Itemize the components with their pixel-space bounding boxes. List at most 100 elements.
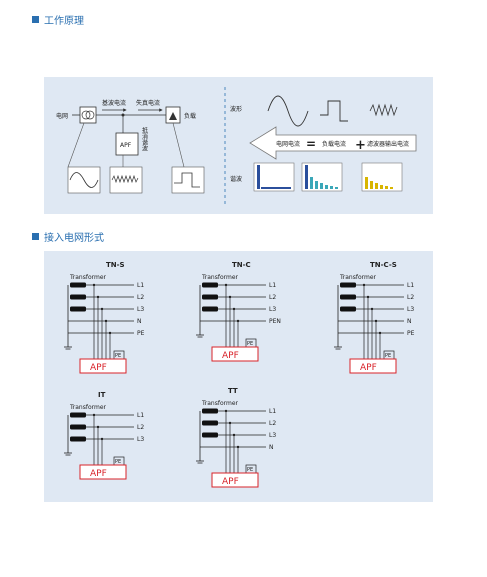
apf-box: APF [211, 472, 259, 488]
grid-spectrum [253, 162, 295, 192]
square-bullet-icon [32, 16, 39, 23]
bus-line-label: L1 [137, 412, 144, 419]
apf-box: APF [349, 358, 397, 374]
transformer-coil-icon [340, 306, 356, 312]
bus-line-label: L3 [137, 306, 144, 313]
grid-current-label: 电网电流 [276, 140, 300, 148]
apf-box: APF [79, 358, 127, 374]
bus-line-label: L2 [137, 424, 144, 431]
bus-line-label: L2 [269, 294, 276, 301]
transformer-coil-icon [202, 408, 218, 414]
section-heading-principle: 工作原理 [32, 12, 84, 27]
apf-box: APF [211, 346, 259, 362]
section-heading-connection: 接入电网形式 [32, 229, 104, 244]
transformer-label: Transformer [69, 274, 107, 281]
bus-line-label: L2 [137, 294, 144, 301]
apf-label: APF [360, 363, 377, 373]
equation-arrow [249, 126, 417, 160]
ground-icon [334, 346, 342, 350]
waveform-label: 波形 [230, 105, 242, 113]
transformer-coil-icon [202, 432, 218, 438]
grid-label: 电网 [56, 112, 68, 120]
bus-line-label: L2 [269, 420, 276, 427]
bus-line-label: L1 [137, 282, 144, 289]
section-title: 接入电网形式 [44, 233, 104, 244]
square-wave-thumb [171, 166, 205, 194]
filter-current-label: 滤波器输出电流 [367, 140, 409, 148]
square-wave-icon [320, 100, 348, 122]
network-title: IT [98, 391, 106, 399]
bus-line-label: L3 [137, 436, 144, 443]
network-diagrams: TN-STransformerL1L2L3NPEPEAPFTN-CTransfo… [64, 261, 415, 488]
transformer-label: Transformer [201, 274, 239, 281]
filter-spectrum [361, 162, 403, 192]
apf-box: APF [79, 464, 127, 480]
principle-diagram: 电网 基波电流 失真电流 APF 抵消谐波 负载 [56, 87, 417, 205]
transformer-coil-icon [70, 424, 86, 430]
network-title: TN-C-S [370, 261, 397, 269]
apf-label: APF [222, 351, 239, 361]
pe-label: PE [115, 353, 121, 359]
transformer-coil-icon [202, 420, 218, 426]
ground-icon [196, 460, 204, 464]
section-title: 工作原理 [44, 16, 84, 27]
transformer-coil-icon [202, 282, 218, 288]
load-label: 负载 [184, 112, 196, 120]
bus-line-label: L3 [407, 306, 414, 313]
bus-line-label: PEN [269, 318, 281, 325]
plus-sign: + [355, 138, 366, 153]
ground-icon [196, 334, 204, 338]
sine-wave-icon [267, 95, 309, 127]
transformer-coil-icon [340, 294, 356, 300]
pe-label: PE [247, 467, 253, 473]
bus-line-label: L1 [269, 408, 276, 415]
transformer-coil-icon [70, 306, 86, 312]
ground-icon [64, 452, 72, 456]
compensation-label: 抵消谐波 [141, 126, 148, 152]
bus-line-label: L2 [407, 294, 414, 301]
bus-line-label: L3 [269, 306, 276, 313]
bus-line-label: L1 [407, 282, 414, 289]
fundamental-current-label: 基波电流 [102, 99, 126, 107]
square-bullet-icon [32, 233, 39, 240]
bus-line-label: L3 [269, 432, 276, 439]
ripple-wave-icon [369, 103, 398, 117]
bus-line-label: N [269, 444, 274, 451]
transformer-coil-icon [70, 294, 86, 300]
harmonic-label: 谐波 [230, 175, 242, 183]
principle-diagram-panel: 电网 基波电流 失真电流 APF 抵消谐波 负载 [44, 77, 433, 214]
bus-line-label: PE [407, 330, 415, 337]
transformer-label: Transformer [339, 274, 377, 281]
apf-box: APF [115, 132, 139, 156]
transformer-coil-icon [70, 412, 86, 418]
equals-sign: = [306, 137, 316, 151]
bus-line-label: L1 [269, 282, 276, 289]
transformer-label: Transformer [69, 404, 107, 411]
svg-text:APF: APF [120, 142, 132, 149]
pe-label: PE [115, 459, 121, 465]
transformer-coil-icon [202, 294, 218, 300]
pe-label: PE [385, 353, 391, 359]
transformer-label: Transformer [201, 400, 239, 407]
transformer-coil-icon [202, 306, 218, 312]
network-title: TN-C [232, 261, 251, 269]
apf-label: APF [90, 363, 107, 373]
transformer-coil-icon [340, 282, 356, 288]
transformer-coil-icon [70, 282, 86, 288]
load-icon [165, 106, 181, 124]
bus-line-label: N [137, 318, 142, 325]
apf-label: APF [222, 477, 239, 487]
apf-label: APF [90, 469, 107, 479]
transformer-icon [79, 106, 97, 124]
distorted-current-label: 失真电流 [136, 99, 160, 107]
bus-line-label: PE [137, 330, 145, 337]
load-current-label: 负载电流 [322, 140, 346, 148]
network-title: TN-S [106, 261, 125, 269]
bus-line-label: N [407, 318, 412, 325]
